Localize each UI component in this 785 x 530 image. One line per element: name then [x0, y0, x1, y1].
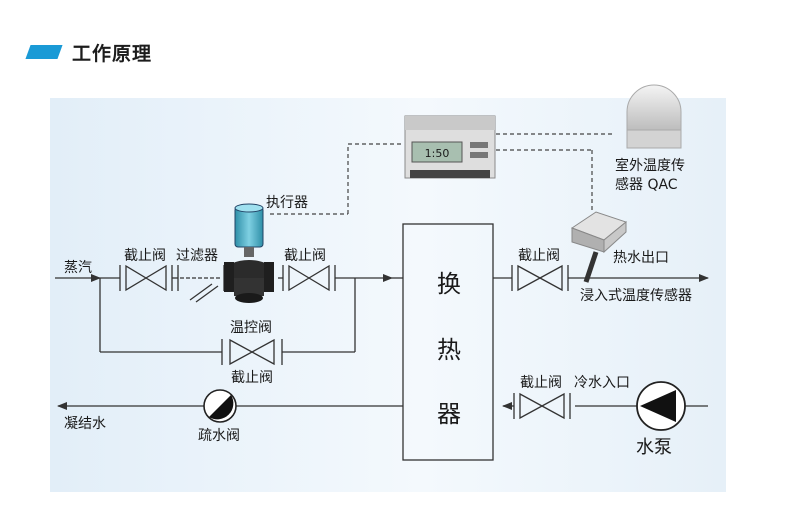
control-valve-device [224, 203, 274, 303]
exchanger-char-3: 器 [437, 400, 461, 428]
label-steam: 蒸汽 [64, 260, 92, 276]
label-drain-valve: 疏水阀 [198, 428, 240, 444]
label-outdoor-sensor-2: 感器 QAC [615, 176, 678, 193]
label-temp-control-valve: 温控阀 [230, 320, 272, 336]
label-shutoff-bypass: 截止阀 [231, 370, 273, 386]
exchanger-char-1: 换 [437, 270, 461, 298]
controller-display: 1:50 [425, 147, 450, 160]
controller-device: 1:50 [404, 115, 496, 179]
label-shutoff-2: 截止阀 [284, 248, 326, 264]
label-outdoor-sensor-1: 室外温度传 [615, 157, 685, 174]
immersion-sensor-device [570, 211, 628, 283]
outdoor-sensor-device [626, 84, 682, 149]
pump-icon [636, 381, 686, 431]
section-header: 工作原理 [25, 38, 153, 66]
label-actuator: 执行器 [266, 195, 308, 211]
label-filter: 过滤器 [176, 248, 218, 264]
diagram-panel [50, 98, 726, 492]
drain-valve-icon [203, 389, 237, 423]
label-immersion-sensor: 浸入式温度传感器 [580, 287, 692, 304]
label-shutoff-outlet: 截止阀 [518, 248, 560, 264]
section-title: 工作原理 [72, 42, 153, 65]
label-pump: 水泵 [636, 437, 672, 458]
label-shutoff-1: 截止阀 [124, 248, 166, 264]
label-cold-water-inlet: 冷水入口 [574, 375, 630, 391]
label-shutoff-inlet: 截止阀 [520, 375, 562, 391]
exchanger-char-2: 热 [437, 336, 461, 364]
label-hot-water-outlet: 热水出口 [613, 250, 669, 266]
label-condensate: 凝结水 [64, 416, 106, 432]
